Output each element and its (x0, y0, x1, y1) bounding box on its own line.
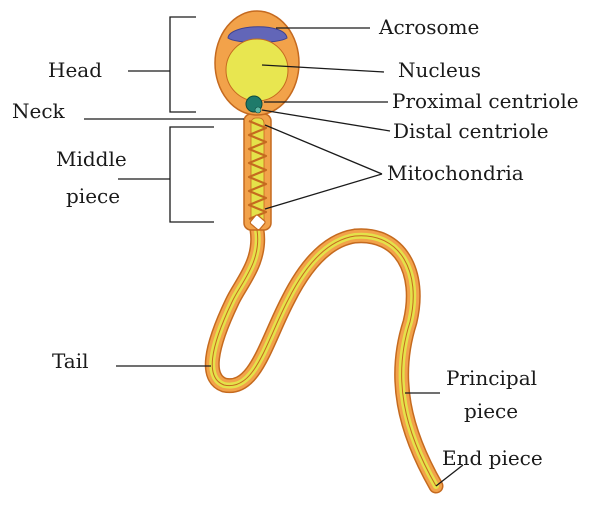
label-head: Head (48, 58, 102, 82)
head-bracket (170, 17, 196, 112)
sperm-head (215, 11, 299, 115)
mitochondria-leader-2 (265, 174, 382, 209)
distal-centriole-shape (255, 107, 261, 113)
tail (212, 230, 436, 486)
mitochondria-leader-1 (265, 125, 382, 174)
label-acrosome: Acrosome (378, 15, 479, 39)
label-mitochondria: Mitochondria (387, 161, 524, 185)
label-tail: Tail (52, 349, 89, 373)
label-principal-piece: piece (464, 399, 518, 423)
label-neck: Neck (12, 99, 66, 123)
label-proximal-centriole: Proximal centriole (392, 89, 579, 113)
distal-centriole-leader (262, 110, 390, 131)
label-nucleus: Nucleus (398, 58, 481, 82)
label-end-piece: End piece (442, 446, 543, 470)
label-distal-centriole: Distal centriole (393, 119, 549, 143)
label-piece: piece (66, 184, 120, 208)
label-principal: Principal (446, 366, 537, 390)
middle-piece-bracket (170, 127, 214, 222)
label-middle: Middle (56, 147, 127, 171)
nucleus-shape (226, 39, 288, 101)
middle-piece (244, 114, 271, 230)
